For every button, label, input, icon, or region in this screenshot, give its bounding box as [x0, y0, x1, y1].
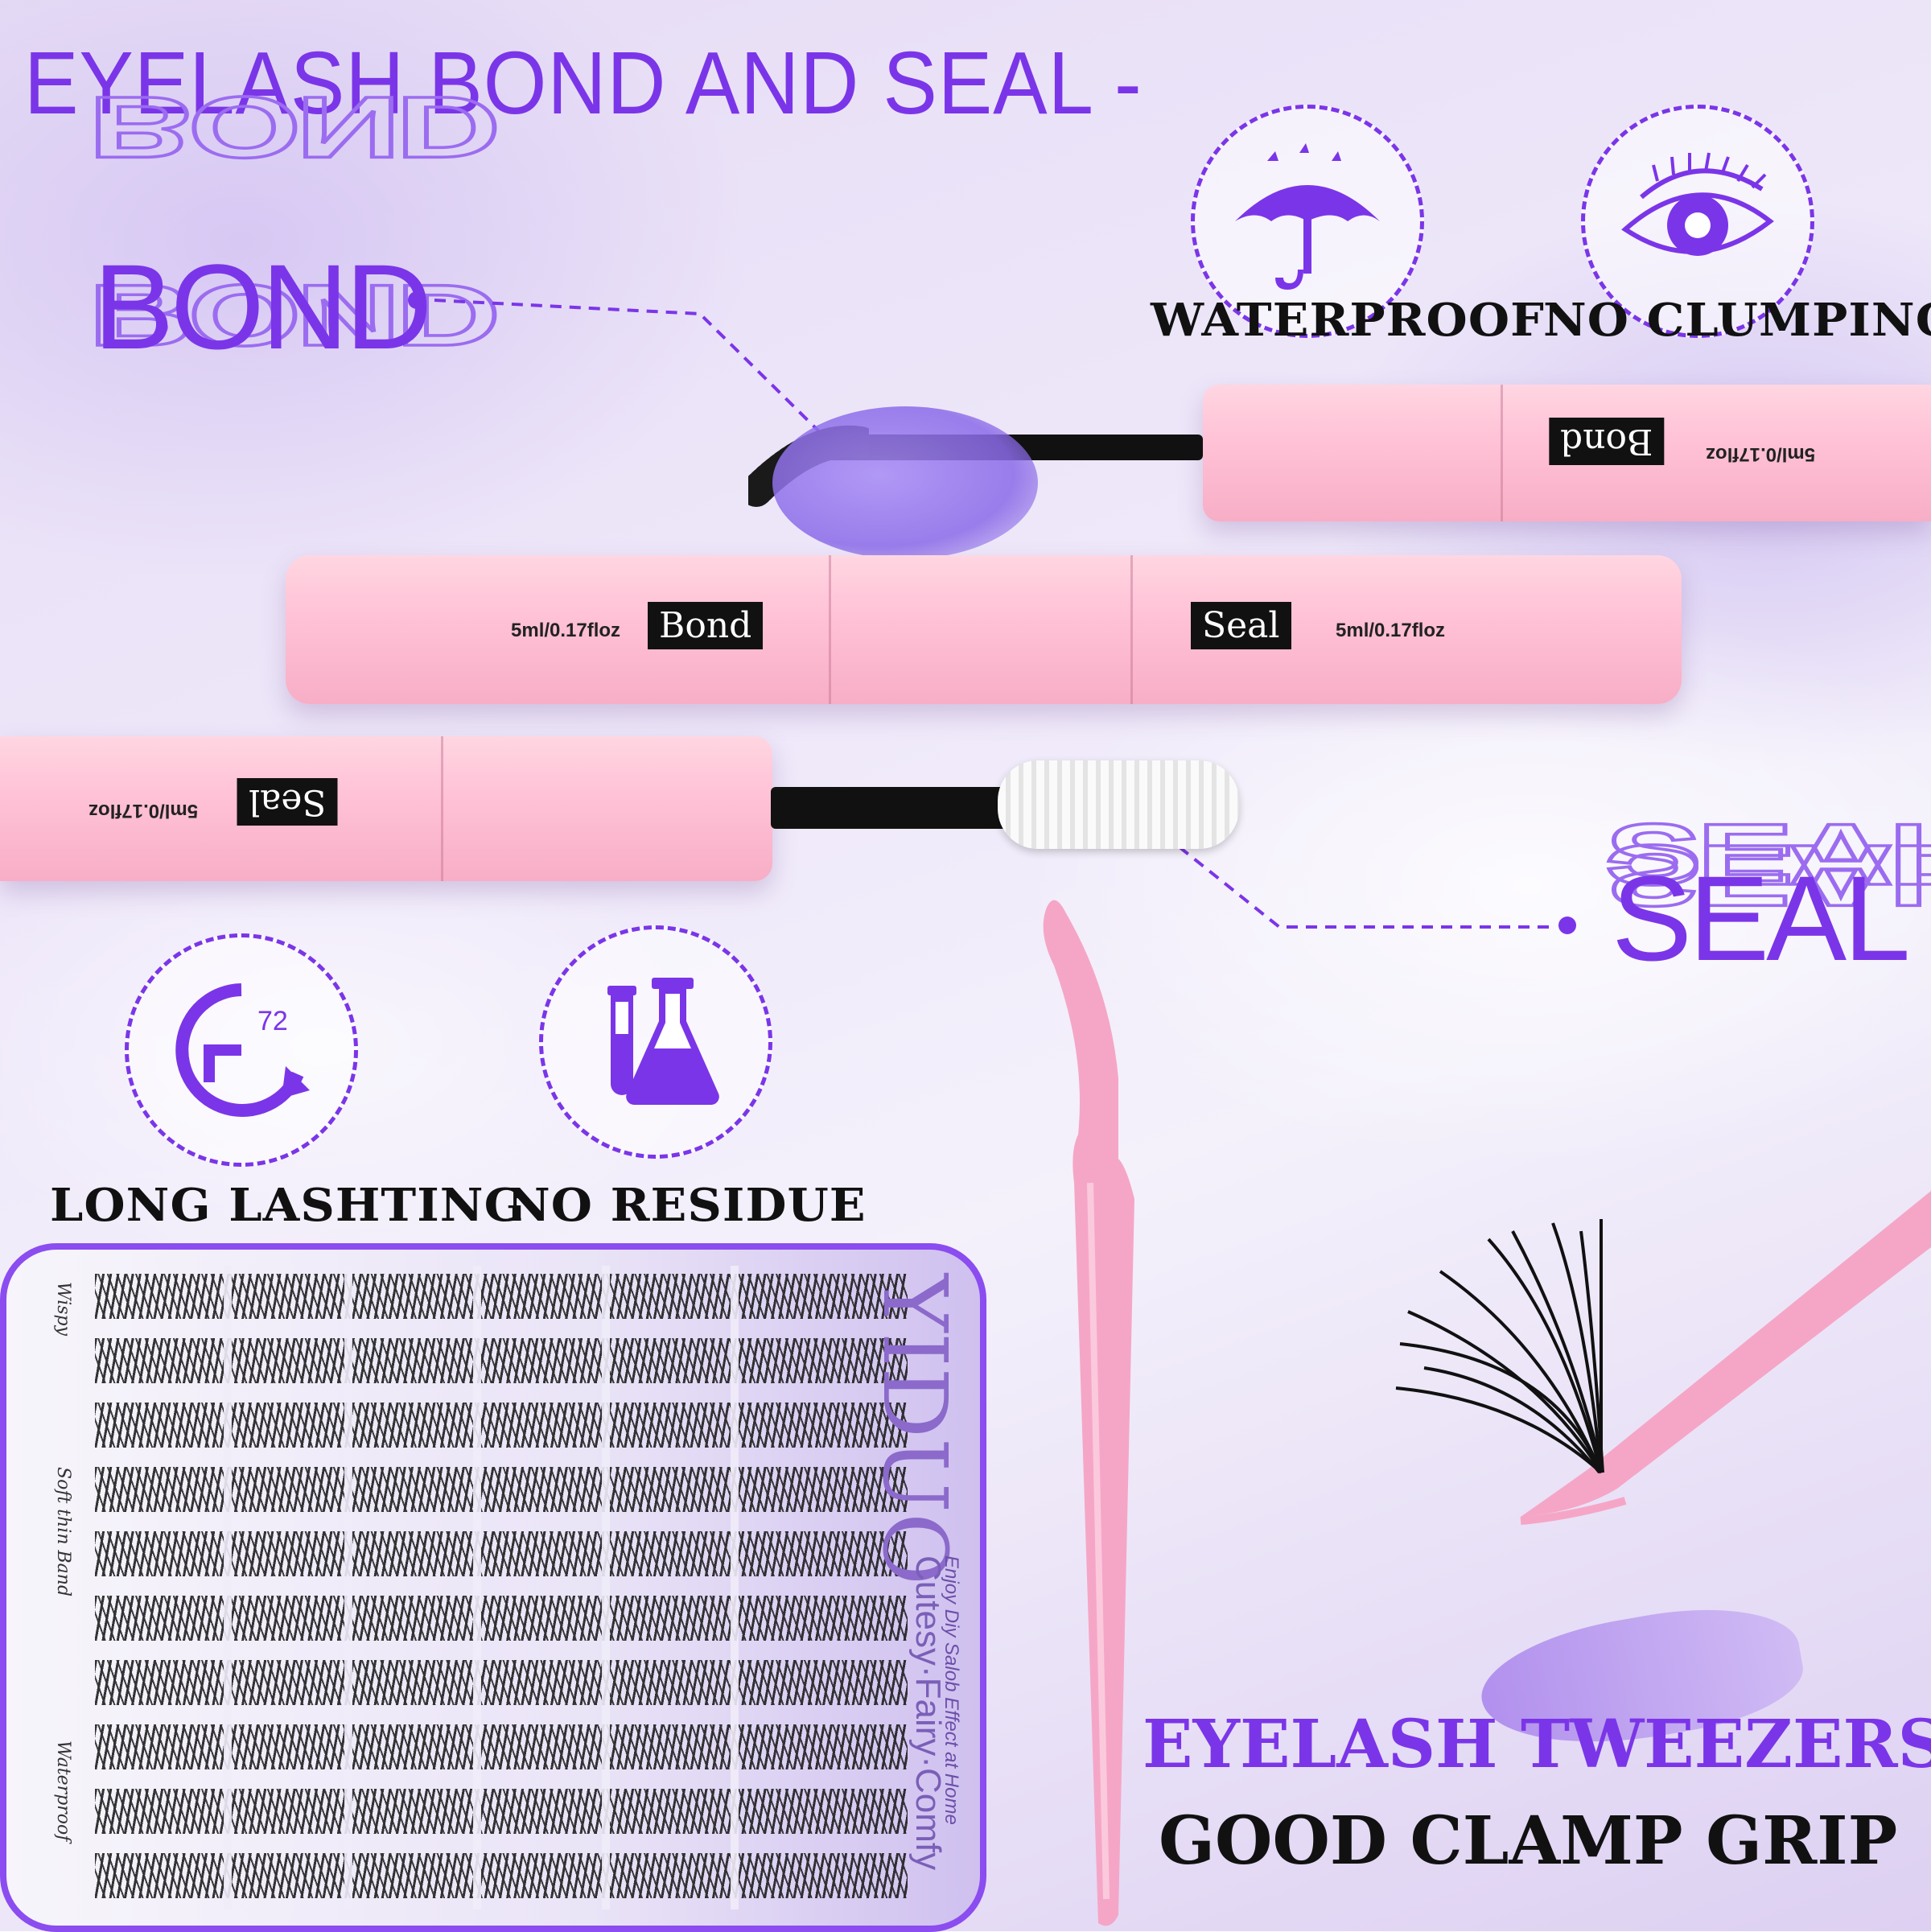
bond-seal-tube: 5ml/0.17floz Bond Seal 5ml/0.17floz [286, 555, 1682, 704]
tweezers-vertical [1043, 900, 1134, 1926]
lash-row [95, 1660, 908, 1705]
bond-tube-top: Bond 5ml/0.17floz [1203, 385, 1931, 521]
volume-flipped: 5ml/0.17floz [1706, 443, 1816, 465]
waterproof-label: WATERPROOF [1151, 294, 1545, 347]
no-clumping-label: NO CLUMPING [1543, 294, 1931, 347]
lash-tray: Wispy Soft thin Band Waterproof YIDUO Cu… [0, 1243, 986, 1932]
lash-row [95, 1724, 908, 1769]
bond-ghost-bottom: BOND [86, 266, 503, 365]
eye-icon [1621, 152, 1774, 256]
bond-label-box: Bond [1549, 418, 1665, 465]
lash-row [95, 1403, 908, 1448]
seal-volume: 5ml/0.17floz [1336, 620, 1446, 641]
seal-label-box: Seal [237, 778, 338, 826]
side-label-soft: Soft thin Band [53, 1467, 73, 1597]
long-lasting-badge: 72 [125, 933, 358, 1167]
tray-divider [224, 1266, 232, 1909]
side-label-waterproof: Waterproof [53, 1740, 73, 1842]
seal-ghost-top: SEAL [1603, 805, 1931, 904]
seal-label-flipped: Seal [237, 778, 338, 826]
bottom-title: EYELASH TWEEZERS [1143, 1706, 1931, 1783]
tweezers-angled [1520, 1191, 1931, 1525]
lab-flask-icon [607, 978, 719, 1105]
bond-label: Bond [648, 602, 764, 649]
lash-cluster [1395, 1219, 1604, 1474]
volume-flipped-seal: 5ml/0.17floz [89, 800, 199, 822]
seal-tube-left: Seal 5ml/0.17floz [0, 736, 772, 881]
tray-slogan: Enjoy Diy Salob Effect at Home [941, 1555, 962, 1825]
tube-seam [829, 555, 831, 704]
tray-tagline: Cutesy·Fairy·Comfy [908, 1555, 948, 1871]
tube-seam [1501, 385, 1503, 521]
seal-brush-head [998, 760, 1239, 849]
lash-row [95, 1596, 908, 1641]
lash-row [95, 1338, 908, 1383]
tray-brand: YIDUO [863, 1274, 966, 1586]
bottom-subtitle: GOOD CLAMP GRIP [1159, 1802, 1898, 1880]
umbrella-icon [1235, 143, 1380, 290]
tray-divider [602, 1266, 610, 1909]
bond-volume: 5ml/0.17floz [511, 620, 621, 641]
lash-row [95, 1274, 908, 1319]
side-label-wispy: Wispy [53, 1282, 73, 1337]
bond-label-flipped: Bond [1549, 418, 1665, 465]
tray-divider [731, 1266, 739, 1909]
waterproof-badge [1191, 105, 1424, 338]
clock-number: 72 [257, 1006, 288, 1036]
headline: EYELASH BOND AND SEAL - [24, 34, 1143, 133]
lash-row [95, 1531, 908, 1576]
glue-drop [772, 406, 1038, 559]
bond-callout: BOND BOND BOND [86, 76, 503, 410]
seal-brush-wand [771, 787, 1012, 829]
tray-divider [344, 1266, 352, 1909]
tube-seam [441, 736, 443, 881]
lash-row [95, 1467, 908, 1512]
no-clumping-badge [1581, 105, 1814, 338]
long-lasting-label: LONG LASHTING [50, 1179, 525, 1232]
no-residue-badge [539, 925, 772, 1159]
seal-label: Seal [1191, 602, 1291, 649]
clock-72-icon: 72 [175, 983, 310, 1117]
seal-word: SEAL [1612, 851, 1911, 986]
tube-seam [1130, 555, 1133, 704]
no-residue-label: NO RESIDUE [507, 1179, 867, 1232]
seal-callout: SEAL SEAL SEAL [1603, 805, 1931, 1022]
lash-row [95, 1853, 908, 1898]
tray-divider [473, 1266, 481, 1909]
lash-row [95, 1789, 908, 1834]
bond-word: BOND [93, 239, 432, 374]
